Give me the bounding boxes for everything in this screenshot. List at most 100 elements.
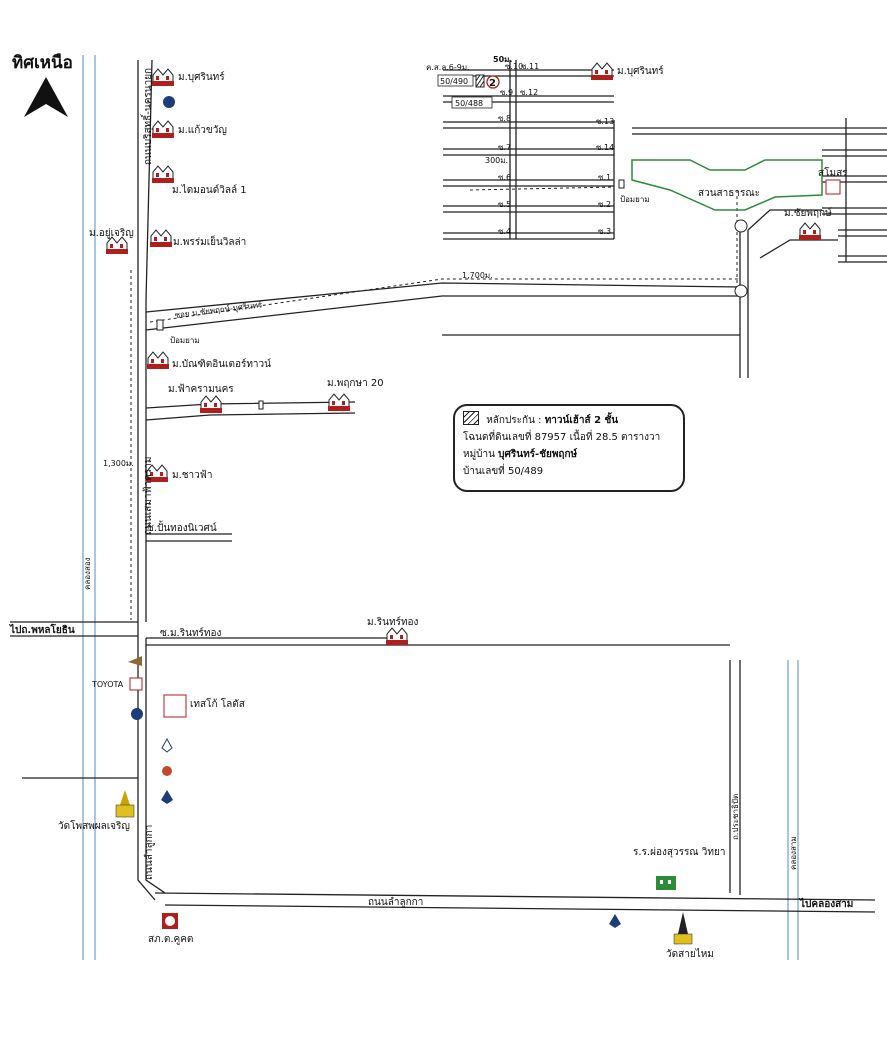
- roundabout-south: [734, 284, 748, 298]
- toyota-box: [129, 677, 143, 691]
- label-road-left-top: ถนนบริสุทธิ์-นครนายก: [140, 68, 154, 165]
- label-soi-chaipruk: ซอย ม.ชัยพฤกษ์-บุศรินทร์: [174, 299, 263, 320]
- label-pruksa: ม.พฤกษา 20: [327, 378, 384, 389]
- street-label-s2: ซ.2: [598, 200, 611, 209]
- legend-row-2: โฉนดที่ดินเลขที่ 87957 เนื้อที่ 28.5 ตาร…: [463, 429, 675, 446]
- distance-1300m: 1,300ม.: [103, 459, 134, 468]
- legend-row-4: บ้านเลขที่ 50/489: [463, 463, 675, 480]
- collateral-legend: หลักประกัน : ทาวน์เฮ้าส์ 2 ชั้น โฉนดที่ด…: [453, 404, 685, 492]
- street-label-s10: ซ.10: [505, 62, 523, 71]
- police-icon: [162, 913, 178, 929]
- house-number-490: 50/490: [440, 77, 468, 86]
- label-soi-rinthong: ซ.ม.รินทร์ทอง: [160, 627, 222, 639]
- bank-icon-bottom: [131, 708, 143, 720]
- legend-village-name: บุศรินทร์-ชัยพฤกษ์: [498, 449, 578, 460]
- label-park: สวนสาธารณะ: [698, 188, 760, 199]
- village-icon-kaewkwan: [151, 120, 175, 139]
- label-soi-banthong: ซ.ปั้นทองนิเวศน์: [147, 520, 217, 534]
- street-label-s12: ซ.12: [520, 88, 538, 97]
- legend-collateral-type: ทาวน์เฮ้าส์ 2 ชั้น: [544, 415, 619, 426]
- village-grid: [443, 60, 887, 263]
- street-label-s1: ซ.1: [598, 173, 611, 182]
- village-icon-busarin-east: [590, 62, 614, 81]
- label-kaewkwan: ม.แก้วขวัญ: [178, 124, 227, 136]
- hatch-swatch: [463, 411, 479, 425]
- street-label-s3: ซ.3: [598, 227, 611, 236]
- label-road-left-bottom: ถนนลำลูกกา: [144, 825, 155, 880]
- label-toyota: TOYOTA: [91, 680, 124, 689]
- main-road-left: [130, 59, 166, 901]
- road-soi-rinthong: [146, 637, 730, 646]
- road-lamlukka-bottom: [154, 892, 876, 913]
- label-khlong-sam: คลองสาม: [789, 836, 798, 870]
- street-label-s6: ซ.6: [498, 173, 511, 182]
- house-number-box-490: [437, 74, 474, 87]
- label-busarin-west: ม.บุศรินทร์: [178, 71, 225, 83]
- distance-1700m: 1,700ม.: [462, 271, 493, 280]
- label-phromyen: ม.พรร่มเย็นวิลล่า: [173, 234, 246, 248]
- label-guard-west: ป้อมยาม: [170, 336, 200, 345]
- public-park: [631, 159, 823, 211]
- road-kor-sor-label: ค.ส.ล.6-9ม.: [426, 63, 470, 72]
- bank-icon-top: [163, 96, 175, 108]
- label-wat-saimai: วัดสายไหม: [666, 948, 714, 960]
- road-prachathipat: [729, 660, 741, 895]
- label-khlongsam-road: ไปคลองสาม: [799, 897, 853, 910]
- label-chaipruk: ม.ชัยพฤกษ์: [784, 207, 832, 219]
- street-label-s4: ซ.4: [498, 227, 511, 236]
- village-icon-pruksa: [327, 393, 351, 412]
- legend-village-prefix: หมู่บ้าน: [463, 449, 495, 460]
- tesco-box: [163, 694, 187, 718]
- label-police: สภ.ต.คูคต: [148, 934, 193, 945]
- gas-station-icon-4: [609, 914, 621, 928]
- collateral-marker-label: 2: [489, 78, 496, 89]
- village-icon-bundit: [146, 351, 170, 370]
- road-phahon: [10, 621, 138, 779]
- distance-300m: 300ม.: [485, 156, 508, 165]
- guard-post-fahkram: [258, 400, 264, 410]
- label-khlong-song: คลองสอง: [83, 557, 92, 590]
- north-label: ทิศเหนือ: [12, 52, 73, 73]
- street-label-s11: ซ.11: [521, 62, 539, 71]
- label-tesco: เทสโก้ โลตัส: [190, 697, 245, 710]
- label-bundit: ม.บัณฑิตอินเตอร์ทาวน์: [172, 358, 271, 370]
- roundabout-north: [734, 219, 748, 233]
- canal-khlong-song: [82, 55, 96, 960]
- street-label-s7: ซ.7: [498, 143, 511, 152]
- label-diamond: ม.ไดมอนด์วิลล์ 1: [172, 184, 247, 196]
- village-icon-chaipruk: [798, 222, 822, 241]
- village-icon-rinthong: [385, 627, 409, 646]
- temple-icon-phosai: [115, 790, 135, 818]
- label-lamlukka-bottom: ถนนลำลูกกา: [368, 897, 423, 908]
- label-road-left-mid: ถนนเสมาฟ้าคราม: [142, 457, 154, 535]
- village-icon-yucharoen: [105, 236, 129, 255]
- label-saofah: ม.ชาวฟ้า: [172, 469, 212, 481]
- temple-icon-saimai: [673, 912, 693, 945]
- street-label-s5: ซ.5: [498, 200, 511, 209]
- gas-station-icon-1: [161, 737, 173, 753]
- label-rinthong: ม.รินทร์ทอง: [367, 616, 419, 628]
- house-number-box-488: [451, 96, 493, 109]
- legend-deed: โฉนดที่ดินเลขที่ 87957 เนื้อที่ 28.5 ตาร…: [463, 432, 661, 443]
- label-prachathipat: ถ.ประชาธิปัต: [731, 794, 740, 840]
- label-guard-north: ป้อมยาม: [620, 195, 650, 204]
- gas-station-icon-3: [161, 790, 173, 804]
- north-arrow-icon: [24, 77, 68, 117]
- car-service-icon: [128, 656, 142, 666]
- village-icon-diamond: [151, 165, 175, 184]
- club-box: [825, 179, 841, 195]
- road-soi-chaipruk: [145, 190, 749, 378]
- label-yucharoen: ม.อยู่เจริญ: [89, 228, 134, 239]
- legend-house-number: บ้านเลขที่ 50/489: [463, 466, 544, 477]
- legend-collateral-prefix: หลักประกัน :: [486, 415, 542, 426]
- village-icon-fahkram: [199, 395, 223, 414]
- village-icon-busarin-west: [151, 68, 175, 87]
- label-school: ร.ร.ผ่องสุวรรณ วิทยา: [633, 847, 725, 858]
- label-busarin-east: ม.บุศรินทร์: [617, 65, 664, 77]
- label-phahon: ไปถ.พหลโยธิน: [9, 623, 75, 636]
- guard-post-north: [618, 179, 625, 189]
- guard-post-west: [156, 319, 164, 331]
- village-icon-phromyen: [149, 229, 173, 248]
- street-label-s9: ซ.9: [500, 88, 513, 97]
